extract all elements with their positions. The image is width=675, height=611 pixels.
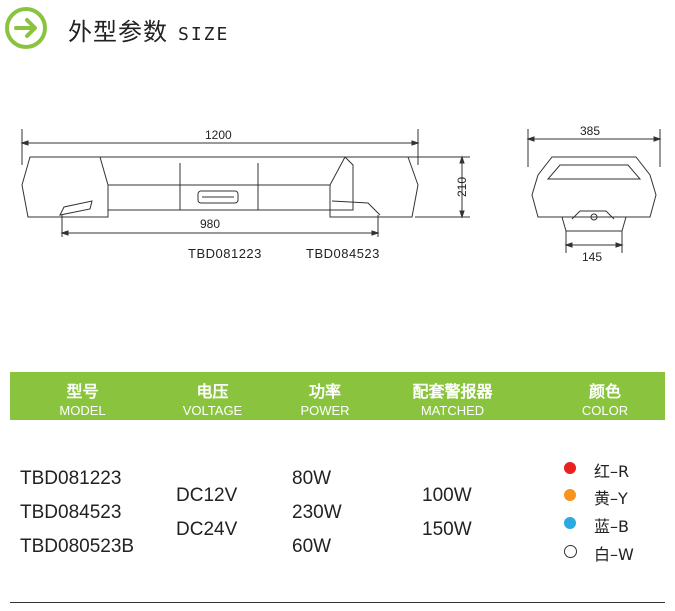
- arrow-right-icon[interactable]: [4, 6, 48, 50]
- power-list: 80W 230W 60W: [292, 462, 342, 564]
- title-cn: 外型参数: [68, 18, 168, 46]
- front-view: [20, 129, 470, 237]
- dim-side-width: 385: [580, 124, 600, 138]
- matched-list: 100W 150W: [422, 479, 472, 547]
- power-item: 230W: [292, 502, 342, 523]
- dim-front-height: 210: [455, 177, 469, 197]
- section-header: 外型参数 SIZE: [0, 0, 675, 60]
- model-item: TBD080523B: [20, 536, 135, 557]
- model-item: TBD084523: [20, 502, 122, 523]
- model-label-a: TBD081223: [188, 246, 262, 261]
- dimension-drawing: 1200 210 980 TBD081223 TBD084523 385 145: [20, 124, 662, 264]
- voltage-item: DC12V: [176, 485, 238, 506]
- bottom-divider: [10, 602, 665, 603]
- header-power: 功率 POWER: [300, 382, 350, 418]
- yellow-dot-icon: [564, 489, 576, 501]
- matched-item: 100W: [422, 485, 472, 506]
- header-color: 颜色 COLOR: [581, 382, 629, 418]
- voltage-list: DC12V DC24V: [176, 479, 237, 547]
- page-title: 外型参数 SIZE: [68, 12, 229, 47]
- dim-side-base: 145: [582, 250, 602, 264]
- spec-table-header: 型号 MODEL 电压 VOLTAGE 功率 POWER 配套警报器 MATCH…: [10, 372, 665, 420]
- voltage-item: DC24V: [176, 519, 238, 540]
- dim-front-width: 1200: [205, 128, 232, 142]
- power-item: 80W: [292, 468, 332, 489]
- header-matched: 配套警报器 MATCHED: [412, 382, 493, 418]
- red-dot-icon: [564, 462, 576, 474]
- matched-item: 150W: [422, 519, 472, 540]
- white-dot-icon: [564, 545, 577, 558]
- blue-dot-icon: [564, 517, 576, 529]
- model-label-b: TBD084523: [306, 246, 380, 261]
- model-item: TBD081223: [20, 468, 122, 489]
- header-voltage: 电压 VOLTAGE: [182, 382, 243, 418]
- header-model: 型号 MODEL: [59, 382, 106, 418]
- power-item: 60W: [292, 536, 332, 557]
- side-view: [526, 129, 662, 253]
- model-list: TBD081223 TBD084523 TBD080523B: [20, 462, 134, 564]
- title-en: SIZE: [178, 24, 230, 45]
- dim-front-base: 980: [200, 217, 220, 231]
